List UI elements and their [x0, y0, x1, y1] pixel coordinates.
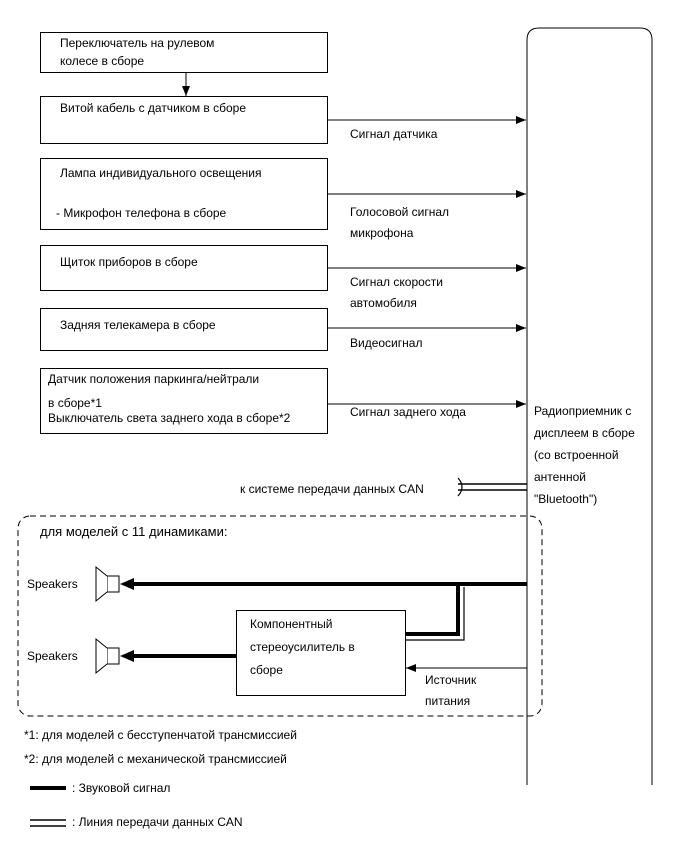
power-label-2: питания — [425, 694, 471, 708]
radio-label-1: Радиоприемник с — [534, 404, 632, 418]
park-neutral-box — [40, 368, 328, 434]
rear-camera-label: Задняя телекамера в сборе — [60, 318, 216, 332]
speed-signal-label-1: Сигнал скорости — [350, 275, 443, 289]
legend-double-line-symbol — [30, 819, 66, 827]
footnote-1: *1: для моделей с бесступенчатой трансми… — [24, 728, 297, 742]
combination-meter-label: Щиток приборов в сборе — [60, 255, 198, 269]
radio-label-5: "Bluetooth") — [534, 492, 598, 506]
radio-unit-outline — [526, 27, 653, 785]
sensor-signal-label: Сигнал датчика — [350, 127, 438, 141]
speed-signal-label-2: автомобиля — [350, 296, 417, 310]
can-label: к системе передачи данных CAN — [240, 482, 424, 496]
mic-signal-label-1: Голосовой сигнал — [350, 205, 450, 219]
radio-label-4: антенной — [534, 470, 586, 484]
steering-switch-label-1: Переключатель на рулевом — [60, 36, 215, 50]
combination-meter-box — [40, 245, 328, 291]
can-break-mark — [457, 477, 463, 497]
legend-audio-label: : Звуковой сигнал — [72, 781, 171, 795]
speaker-section-frame — [17, 515, 543, 717]
park-neutral-label-1: Датчик положения паркинга/нейтрали — [48, 372, 260, 386]
steering-switch-label-2: колесе в сборе — [60, 54, 145, 68]
video-signal-label: Видеосигнал — [350, 336, 423, 350]
legend-can-label: : Линия передачи данных CAN — [72, 815, 243, 829]
room-light-label-2: - Микрофон телефона в сборе — [56, 206, 227, 220]
mic-signal-label-2: микрофона — [350, 226, 414, 240]
spiral-cable-label: Витой кабель с датчиком в сборе — [60, 101, 247, 115]
amplifier-label-2: стереоусилитель в — [250, 640, 355, 654]
spiral-cable-box — [40, 96, 328, 144]
radio-label-3: (со встроенной — [534, 448, 619, 462]
steering-switch-box — [40, 32, 328, 73]
amplifier-label-3: сборе — [250, 663, 283, 677]
audio-line-to-amplifier — [405, 584, 460, 636]
footnote-2: *2: для моделей с механической трансмисс… — [24, 752, 287, 766]
speaker-1-icon — [95, 565, 120, 603]
amplifier-label-1: Компонентный — [250, 617, 333, 631]
speaker-section-title: для моделей с 11 динамиками: — [40, 524, 228, 539]
room-light-label-1: Лампа индивидуального освещения — [60, 166, 262, 180]
speaker-2-label: Speakers — [27, 649, 78, 663]
reverse-signal-label: Сигнал заднего хода — [350, 405, 466, 419]
park-neutral-label-3: Выключатель света заднего хода в сборе*2 — [48, 411, 291, 425]
rear-camera-box — [40, 308, 328, 351]
room-light-box — [40, 158, 328, 230]
radio-label-2: дисплеем в сборе — [534, 426, 635, 440]
amplifier-box — [236, 610, 406, 696]
speaker-1-label: Speakers — [27, 577, 78, 591]
park-neutral-label-2: в сборе*1 — [48, 396, 102, 410]
power-label-1: Источник — [425, 673, 477, 687]
speaker-2-icon — [95, 637, 120, 675]
